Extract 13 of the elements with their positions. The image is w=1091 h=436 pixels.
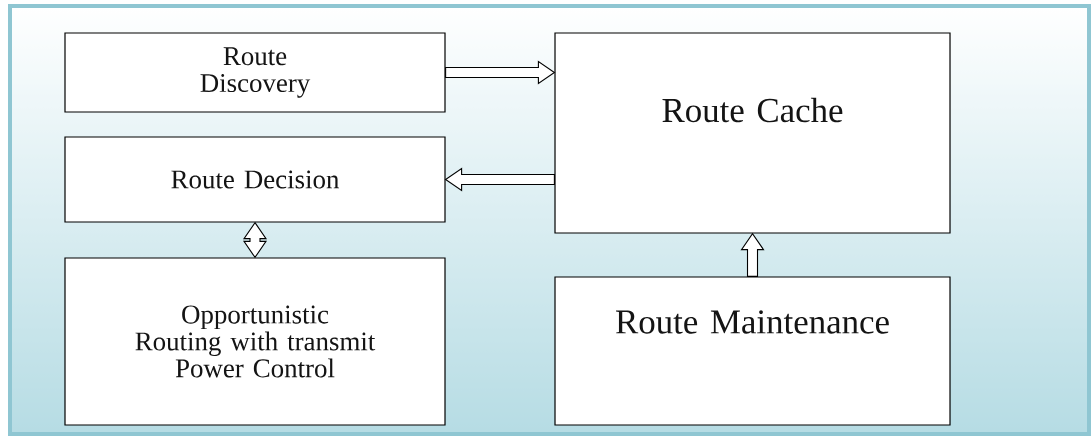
process-box bbox=[64, 136, 446, 223]
process-box bbox=[554, 32, 951, 234]
block-arrow bbox=[445, 60, 556, 85]
box-label: Route Cache bbox=[662, 97, 843, 123]
process-box bbox=[64, 32, 446, 113]
box-label: Opportunistic Routing with transmit Power Control bbox=[135, 305, 376, 378]
box-label: Route Decision bbox=[171, 170, 340, 189]
block-arrow bbox=[740, 232, 765, 277]
box-label: Route Discovery bbox=[200, 47, 311, 98]
process-box bbox=[554, 276, 951, 426]
block-arrow bbox=[444, 167, 555, 192]
box-label: Route Maintenance bbox=[616, 310, 889, 334]
process-box bbox=[64, 257, 446, 426]
